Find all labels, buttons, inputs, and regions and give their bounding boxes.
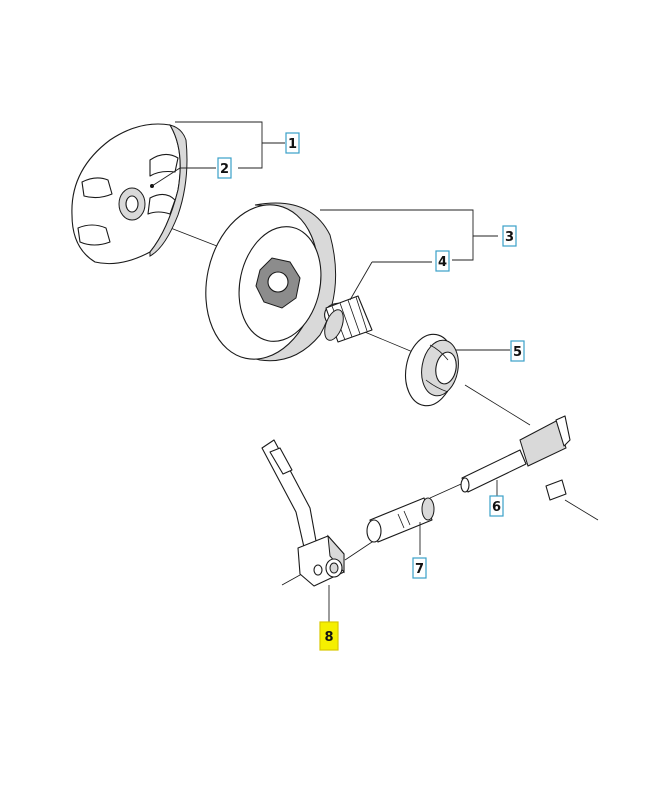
callout-5[interactable]: 5 (510, 340, 525, 362)
svg-text:3: 3 (505, 230, 514, 245)
callout-1[interactable]: 1 (285, 132, 300, 154)
leader-lines (151, 121, 510, 622)
callout-4[interactable]: 4 (435, 250, 450, 272)
adjust-lever (261, 439, 345, 587)
callout-3[interactable]: 3 (502, 225, 517, 247)
clutch-assembly (71, 123, 188, 265)
callout-8[interactable]: 8 (319, 621, 339, 651)
drive-shaft (460, 415, 571, 501)
callout-7[interactable]: 7 (412, 557, 427, 579)
sprocket-washer (405, 333, 459, 407)
needle-bearing (324, 295, 373, 343)
callout-2[interactable]: 2 (217, 157, 232, 179)
svg-text:2: 2 (220, 162, 229, 177)
clutch-drum (205, 202, 337, 362)
svg-text:6: 6 (492, 500, 501, 515)
svg-text:7: 7 (415, 562, 424, 577)
svg-text:8: 8 (324, 630, 333, 645)
svg-text:5: 5 (513, 345, 522, 360)
callout-6[interactable]: 6 (489, 495, 504, 517)
shaft-sleeve (366, 497, 435, 543)
svg-text:1: 1 (288, 137, 297, 152)
svg-text:4: 4 (438, 255, 447, 270)
